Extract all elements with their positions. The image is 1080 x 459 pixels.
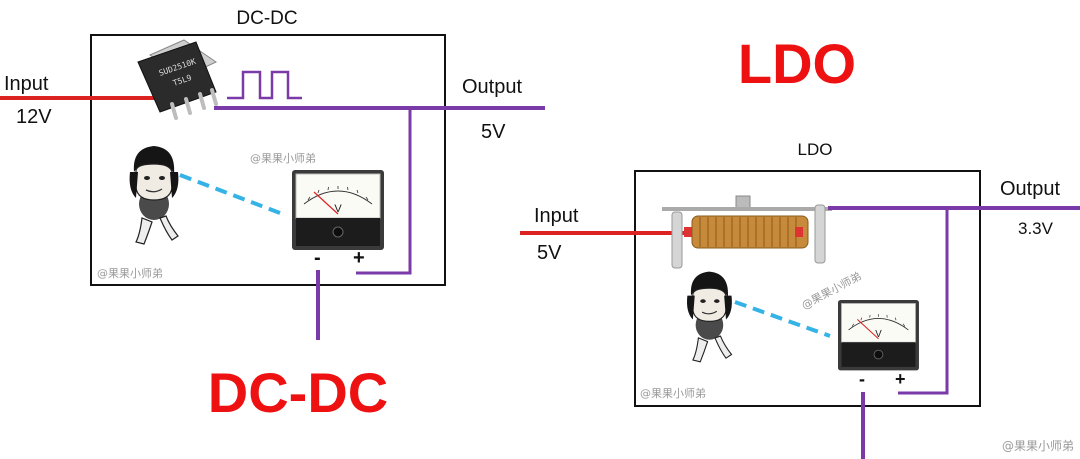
dcdc-sight-line	[179, 173, 281, 215]
pwm-pulse-icon	[227, 70, 302, 100]
dcdc-box	[90, 34, 446, 286]
dcdc-output-value: 5V	[481, 121, 506, 143]
ldo-voltmeter-icon	[837, 299, 920, 371]
dcdc-observer-character-icon	[128, 145, 180, 245]
corner-watermark: @果果小师弟	[1002, 439, 1074, 453]
ldo-big-title: LDO	[738, 32, 856, 95]
ldo-box	[634, 170, 981, 407]
ldo-meter-minus-sign: -	[859, 369, 865, 389]
ldo-sight-line	[734, 300, 831, 338]
dcdc-box-title: DC-DC	[236, 8, 297, 29]
dcdc-voltmeter-icon	[291, 169, 385, 251]
ldo-input-value: 5V	[537, 242, 562, 264]
dcdc-meter-plus-sign: +	[353, 247, 365, 269]
dcdc-watermark-1: @果果小师弟	[250, 152, 316, 165]
dcdc-meter-minus-sign: -	[314, 247, 321, 269]
ldo-box-title: LDO	[798, 140, 833, 159]
ldo-output-label: Output	[1000, 178, 1060, 200]
dcdc-meter-plus-wire	[356, 108, 412, 275]
ldo-input-label: Input	[534, 205, 579, 227]
dcdc-watermark-2: @果果小师弟	[97, 267, 163, 280]
regulator-chip-icon: SUD2510K T5L9	[137, 39, 218, 120]
dcdc-input-label: Input	[4, 73, 49, 95]
ldo-meter-plus-sign: +	[895, 369, 906, 389]
ldo-observer-character-icon	[686, 271, 733, 363]
dcdc-big-title: DC-DC	[208, 361, 388, 424]
dcdc-input-value: 12V	[16, 106, 52, 128]
ldo-output-value: 3.3V	[1018, 219, 1054, 238]
ldo-watermark-2: @果果小师弟	[640, 387, 706, 400]
dcdc-output-label: Output	[462, 76, 522, 98]
dcdc-block: DC-DC Input 12V SUD2510K T5L9 Output 5V	[0, 8, 545, 424]
ldo-block: LDO LDO Input 5V	[520, 32, 1080, 459]
rheostat-icon	[662, 195, 832, 269]
ldo-meter-plus-wire	[898, 208, 949, 395]
